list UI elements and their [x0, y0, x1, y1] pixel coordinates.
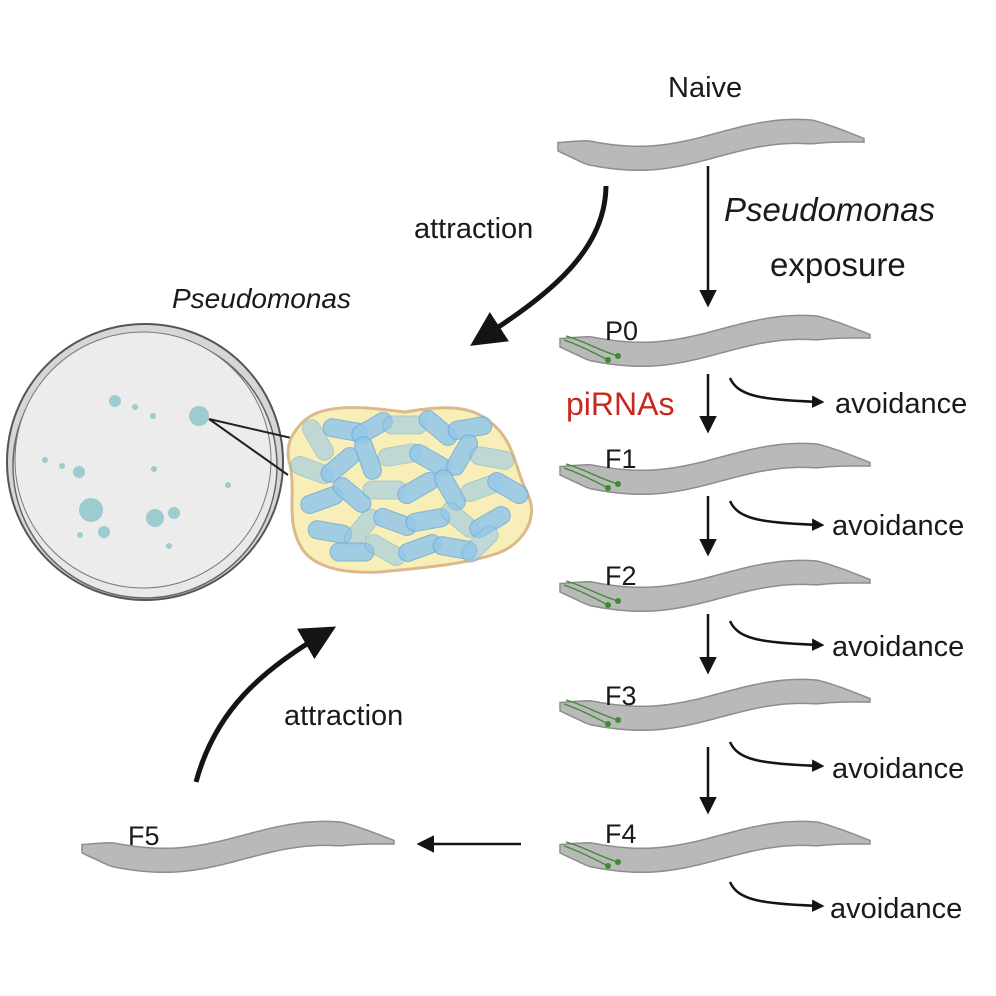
avoidance-label-f3: avoidance — [832, 753, 965, 785]
worm-f2 — [559, 559, 871, 613]
avoidance-arrow-f4 — [728, 881, 825, 912]
generation-label-f1: F1 — [605, 444, 637, 474]
bacterium-rod — [354, 436, 382, 480]
pseudomonas-plate-label: Pseudomonas — [172, 283, 352, 314]
germline-f2 — [563, 580, 621, 608]
attraction-arrow-top — [470, 185, 609, 346]
worm-p0 — [559, 314, 871, 368]
germline-p0 — [563, 335, 621, 363]
avoidance-arrow-p0 — [728, 377, 825, 408]
arrows — [193, 166, 825, 912]
attraction-label-bottom: attraction — [284, 700, 404, 732]
bacterium-rod — [487, 472, 529, 504]
generation-label-f3: F3 — [605, 681, 637, 711]
petri-dish — [6, 323, 284, 601]
avoidance-arrows — [728, 377, 825, 912]
bacterium-rod — [302, 419, 334, 461]
worms — [81, 118, 871, 874]
germline-f4 — [563, 841, 621, 869]
attraction-arrow-bottom — [193, 626, 337, 783]
worm-naive — [557, 118, 865, 172]
generation-label-p0: P0 — [605, 316, 639, 346]
bacteria-rods — [290, 410, 529, 566]
generation-label-f4: F4 — [605, 819, 637, 849]
germline-f3 — [563, 699, 621, 727]
naive-label: Naive — [668, 72, 743, 104]
avoidance-label-f4: avoidance — [830, 893, 963, 925]
exposure-label: exposure — [770, 246, 906, 283]
bacteria-cluster — [286, 406, 534, 574]
avoidance-label-p0: avoidance — [835, 388, 968, 420]
avoidance-arrow-f3 — [728, 741, 825, 772]
zoom-lines — [208, 418, 301, 476]
avoidance-label-f2: avoidance — [832, 631, 965, 663]
exposure-label-species: Pseudomonas — [724, 191, 935, 228]
worm-f1 — [559, 442, 871, 496]
generation-label-f5: F5 — [128, 821, 160, 851]
bacterium-rod — [461, 525, 499, 563]
worm-f5 — [81, 820, 395, 874]
avoidance-label-f1: avoidance — [832, 510, 965, 542]
worm-f4 — [559, 820, 871, 874]
worm-f3 — [559, 678, 871, 732]
avoidance-arrow-f2 — [728, 620, 825, 651]
bacterial-colonies — [42, 395, 231, 549]
pirnas-label: piRNAs — [566, 386, 675, 422]
attraction-label-top: attraction — [414, 213, 534, 245]
germline-f1 — [563, 463, 621, 491]
avoidance-arrow-f1 — [728, 500, 825, 531]
bacterium-rod — [469, 446, 515, 470]
bacterium-rod — [418, 410, 458, 446]
generation-label-f2: F2 — [605, 561, 637, 591]
